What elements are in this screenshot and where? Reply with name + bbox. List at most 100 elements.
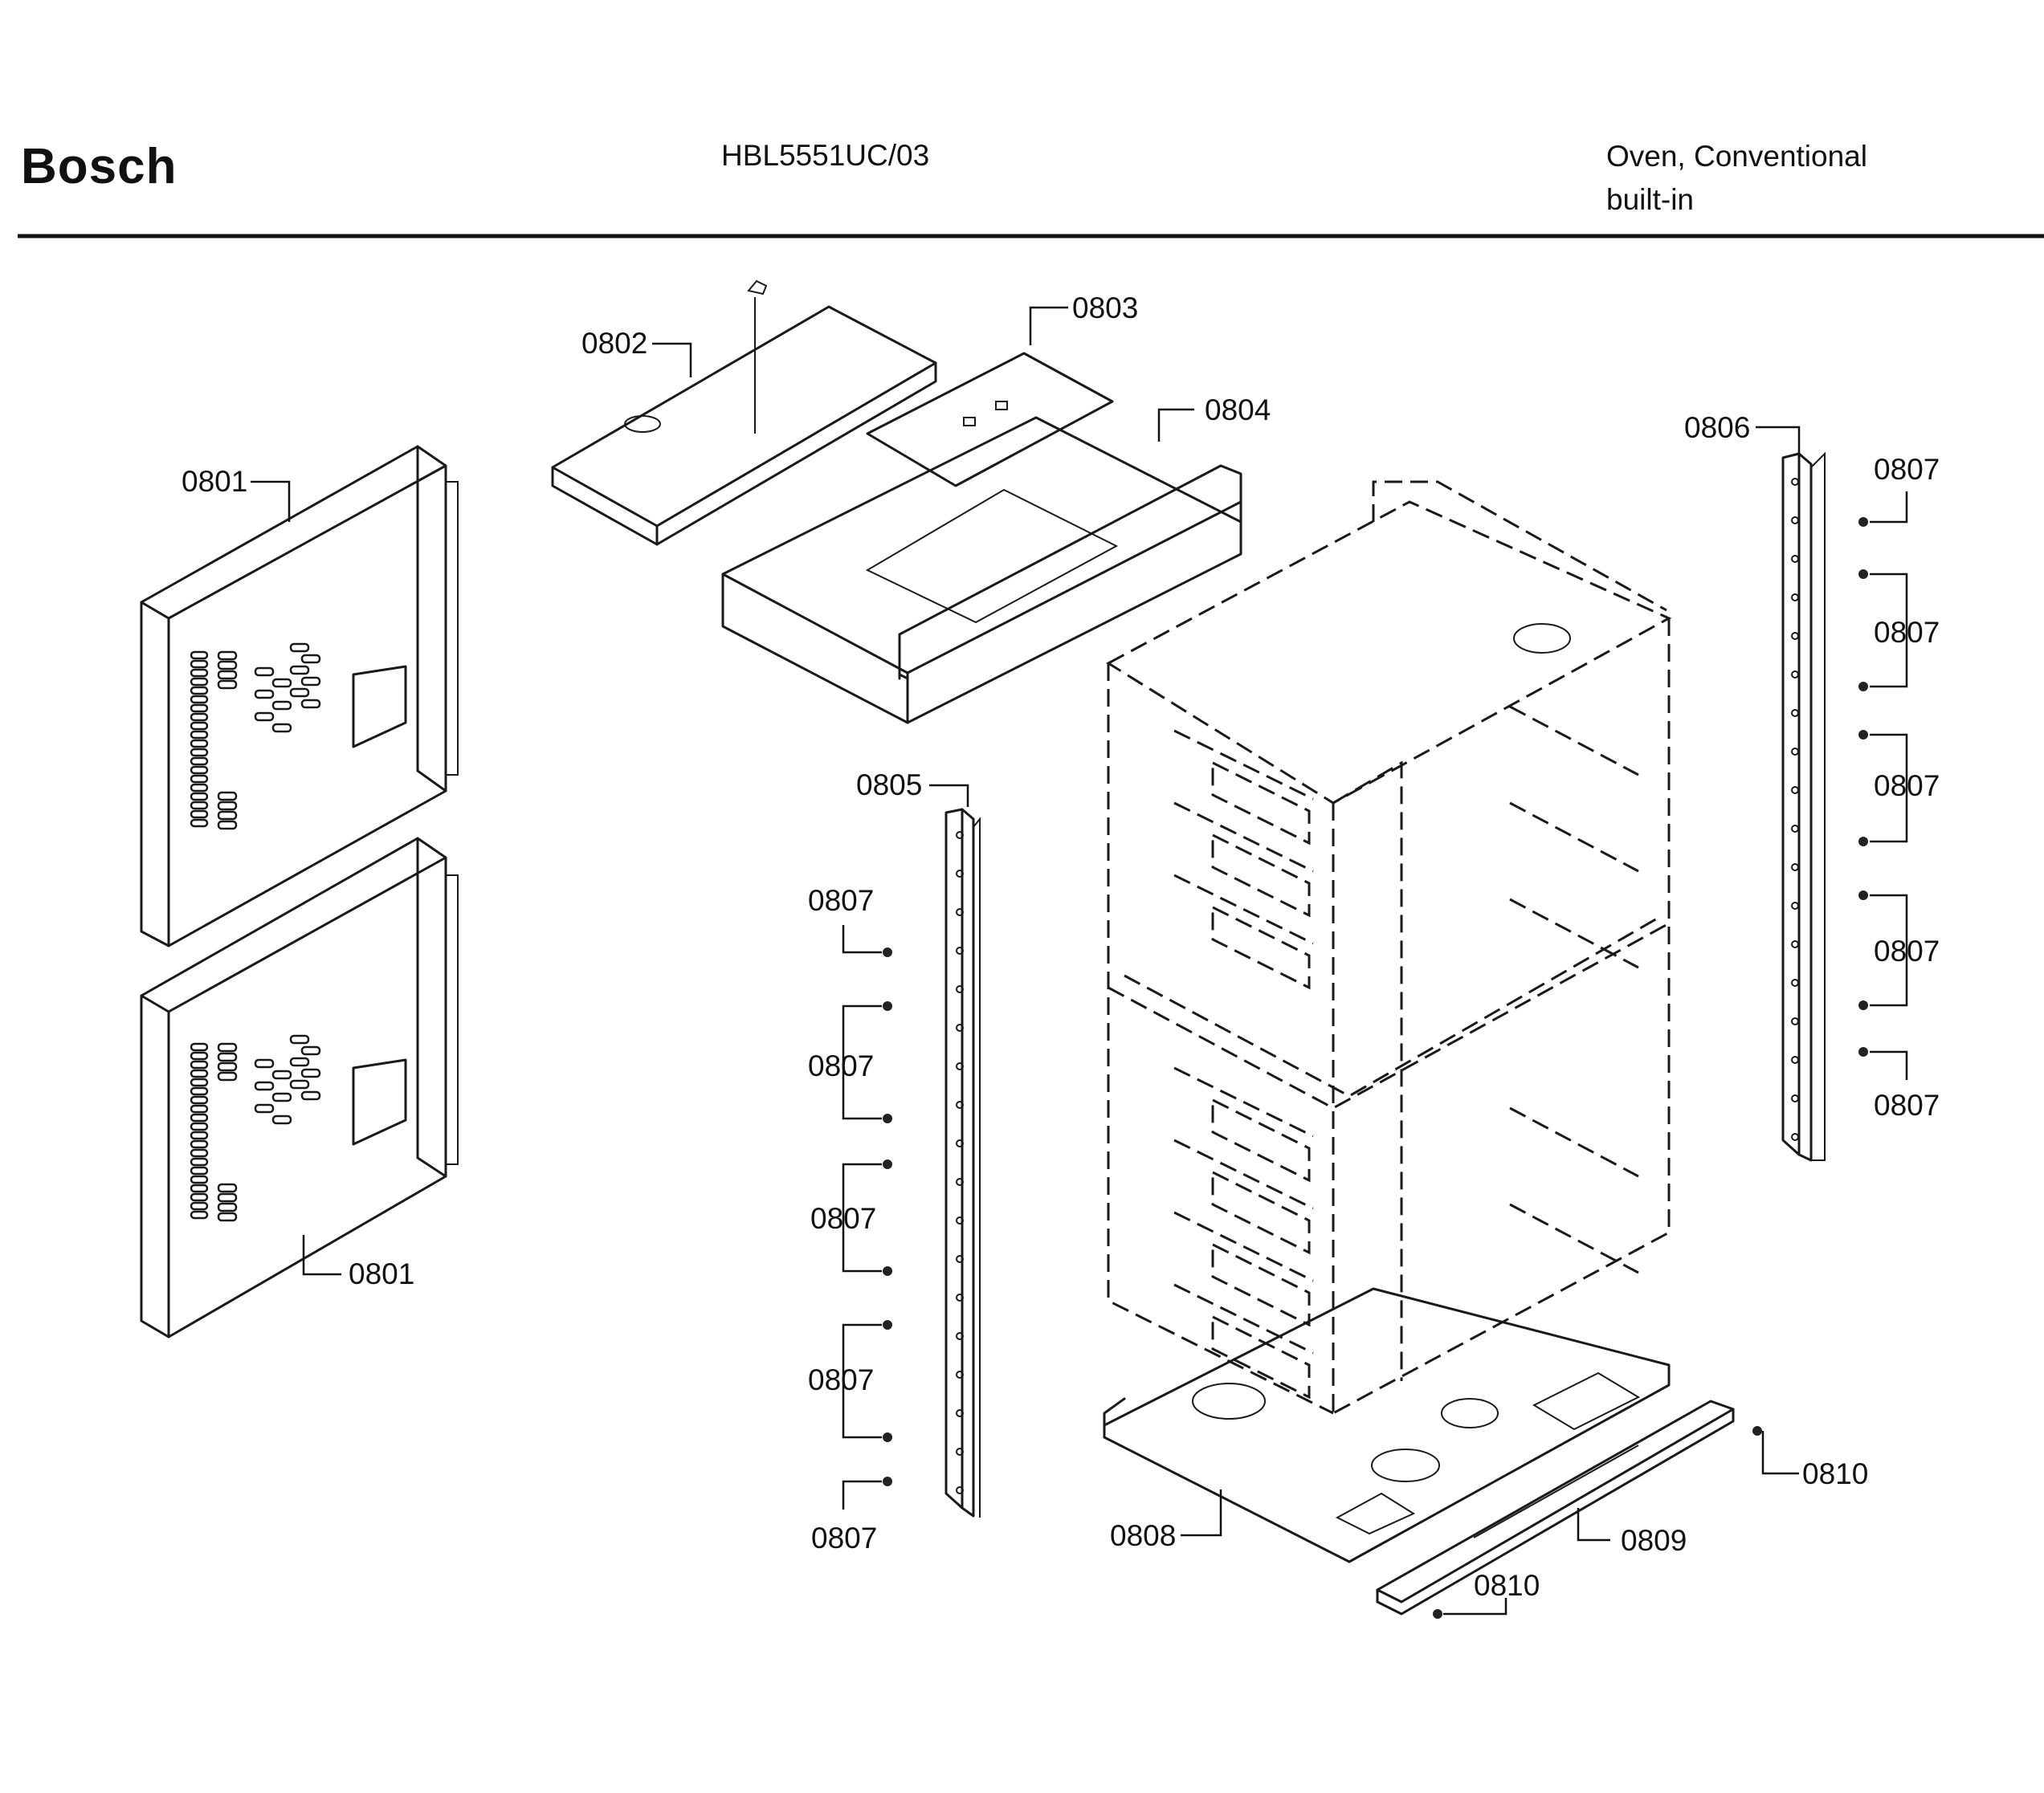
vent-slot [217,1052,238,1062]
callout-0807-r3: 0807 [1874,769,1940,802]
callout-0808: 0808 [1110,1519,1176,1552]
vent-slot [190,792,209,801]
side-panel-upper [140,445,459,947]
rail-hole [956,1371,964,1379]
screw-0810-right [1752,1426,1762,1436]
rail-hole [1791,902,1799,910]
rail-hole [956,1409,964,1417]
vent-slot [217,801,238,811]
rail-hole [956,1486,964,1494]
rack-slot [1173,1211,1314,1282]
vent-slot [190,1069,209,1078]
screw-group-left [883,947,892,1486]
product-subtype: built-in [1606,183,1694,216]
rack-slot [1173,1066,1314,1138]
vent-slot [217,650,238,661]
rack-panel [1211,905,1311,990]
vent-slot [254,666,275,677]
vent-slot [190,1166,209,1176]
vent-slot [217,791,238,801]
vent-slot [271,1092,292,1102]
rail-hole [1791,825,1799,833]
top-plate [866,352,1114,487]
vent-slot [300,1090,321,1101]
rail-hole [1791,555,1799,563]
callout-0807-r1: 0807 [1874,453,1940,486]
vent-slot [217,1071,238,1082]
vent-slot [190,668,209,678]
vent-slot [190,1175,209,1184]
vent-slot [190,774,209,784]
rack-slot-back [1509,1203,1639,1274]
rail-hole [956,1024,964,1032]
rail-hole [956,1448,964,1456]
callout-0801-lower: 0801 [349,1257,414,1290]
rail-hole [956,908,964,916]
rail-hole [1791,748,1799,756]
vent-slot [190,1060,209,1070]
rail-hole [1791,979,1799,987]
model-number: HBL5551UC/03 [721,139,930,172]
vent-slot [289,642,310,653]
rack-panel [1211,833,1311,918]
rack-slot-back [1509,898,1639,969]
vent-slot [217,1212,238,1222]
vent-slot [190,809,209,819]
rack-slot-back [1509,801,1639,873]
vent-slot [190,730,209,740]
vent-slot [254,1103,275,1114]
rack-slot [1173,1139,1314,1210]
vent-slot [190,801,209,810]
screw-0810-bottom [1433,1609,1442,1619]
callout-0804: 0804 [1205,393,1271,426]
rail-hole [1791,632,1799,640]
rail-hole [1791,593,1799,601]
vent-slot [190,1210,209,1220]
callout-0807-r2: 0807 [1874,616,1940,649]
callout-0809: 0809 [1621,1524,1687,1557]
callout-0807-l1: 0807 [808,884,874,917]
vent-slot [190,1148,209,1158]
rack-slot [1173,874,1314,945]
rail-hole [1791,863,1799,871]
vent-slot [271,678,292,688]
vent-slot [300,1068,321,1078]
rack-panel [1211,1098,1311,1183]
rack-slot [1173,729,1314,801]
vent-slot [190,1139,209,1149]
rail-hole [1791,1094,1799,1102]
callout-0805: 0805 [856,768,922,801]
rack-panel [1211,1314,1311,1400]
top-cover [551,279,937,546]
rail-hole [1791,1133,1799,1141]
vent-slot [289,687,310,698]
vent-slot [190,1095,209,1105]
vent-slot [289,1034,310,1045]
vent-slot [300,1045,321,1056]
vent-slot [190,1113,209,1123]
vent-slot [217,1062,238,1072]
rail-hole [1791,786,1799,794]
rail-hole [956,947,964,955]
callout-0807-l3: 0807 [810,1202,876,1235]
vent-slot [217,670,238,680]
vent-slot [289,1079,310,1090]
screw-group-right [1858,517,1868,1057]
rack-panel [1211,760,1311,846]
top-frame [721,416,1242,724]
vent-slot [190,765,209,775]
rail-hole [956,1139,964,1147]
callout-0807-l5: 0807 [811,1522,877,1555]
vent-slot [254,711,275,722]
vent-slot [190,756,209,766]
rack-slot-back [1509,1106,1639,1178]
callout-0803: 0803 [1072,291,1138,324]
vent-slot [289,1057,310,1067]
callout-0801-upper: 0801 [182,465,247,498]
rail-hole [1791,516,1799,524]
rail-hole [1791,670,1799,678]
bottom-panel [1103,1287,1671,1563]
vent-slot [190,1192,209,1202]
rail-hole [956,1332,964,1340]
